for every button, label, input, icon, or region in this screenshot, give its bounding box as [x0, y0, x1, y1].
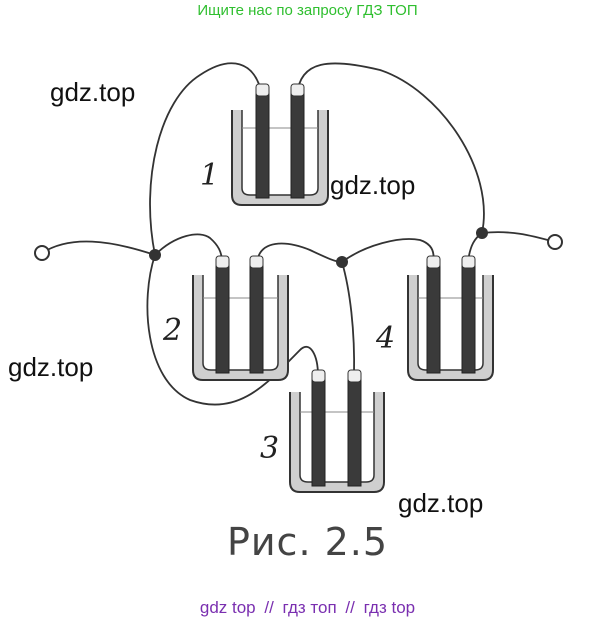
wire-junction-left-to-v2-left	[154, 233, 223, 263]
vessel-label-3: 3	[260, 431, 279, 466]
watermark-3: gdz.top	[8, 352, 94, 382]
vessel-3	[289, 369, 385, 493]
junction-left	[149, 249, 161, 261]
footer-link-2[interactable]: гдз топ	[282, 598, 337, 617]
footer-link-3[interactable]: гдз top	[363, 598, 416, 617]
footer-separator-1: //	[264, 598, 274, 617]
wire-junction-left-to-v3-left	[146, 254, 319, 406]
vessel-label-4: 4	[375, 321, 395, 356]
footer-link-1[interactable]: gdz top	[199, 598, 256, 617]
vessel-label-1: 1	[200, 158, 219, 193]
wire-junction-left-to-v1-left	[149, 62, 263, 256]
wire-v1-right-to-junction-right	[296, 62, 485, 234]
footer-links: gdz top // гдз топ // гдз top	[0, 598, 615, 618]
junction-right	[476, 227, 488, 239]
watermark-1: gdz.top	[50, 77, 136, 107]
footer-separator-2: //	[345, 598, 355, 617]
figure-caption: Рис. 2.5	[226, 520, 389, 564]
wire-v2-right-to-junction-mid	[256, 242, 343, 263]
watermark-4: gdz.top	[398, 488, 484, 518]
top-banner[interactable]: Ищите нас по запросу ГДЗ ТОП	[197, 2, 418, 19]
wire-junction-mid-to-v3-right	[341, 261, 356, 377]
terminal-left	[34, 245, 50, 261]
wire-left-terminal	[41, 240, 156, 256]
wire-right-terminal	[481, 231, 556, 243]
terminal-right	[547, 234, 563, 250]
vessel-2	[192, 255, 289, 381]
vessel-label-2: 2	[162, 313, 182, 348]
junction-middle	[336, 256, 348, 268]
wire-junction-mid-to-v4-left	[341, 238, 435, 263]
vessel-1	[231, 83, 329, 206]
vessel-4	[407, 255, 494, 381]
watermark-2: gdz.top	[330, 170, 416, 200]
